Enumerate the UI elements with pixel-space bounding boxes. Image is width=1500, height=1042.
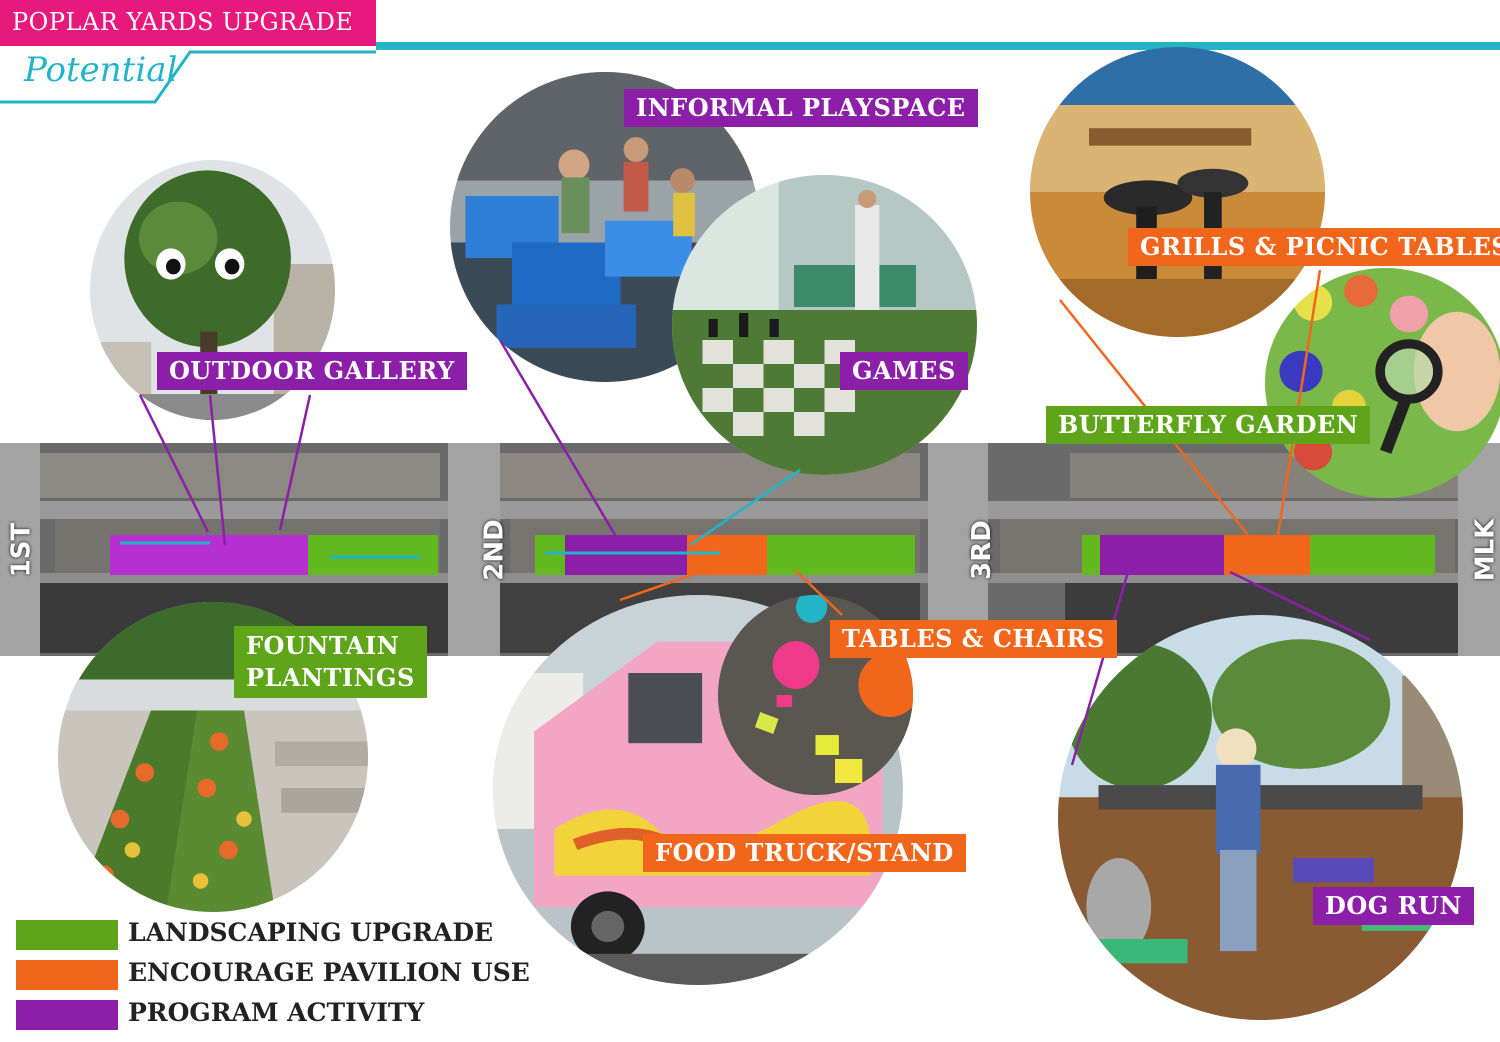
label-fountain-plantings: FOUNTAIN PLANTINGS [234, 626, 427, 698]
photo-dog-run [1058, 615, 1463, 1020]
label-butterfly-garden: BUTTERFLY GARDEN [1046, 406, 1371, 444]
legend-swatch [16, 920, 118, 950]
title-banner: POPLAR YARDS UPGRADE [0, 0, 376, 46]
street-label-2nd: 2ND [479, 519, 510, 581]
photo-grills-picnic [1030, 47, 1325, 337]
legend-item-program: PROGRAM ACTIVITY [16, 998, 576, 1030]
page-title: POPLAR YARDS UPGRADE [12, 8, 354, 36]
label-informal-playspace: INFORMAL PLAYSPACE [624, 89, 978, 127]
header-decoration [0, 42, 1500, 104]
label-games: GAMES [840, 352, 968, 390]
street-label-1st: 1ST [6, 522, 37, 578]
legend-label: LANDSCAPING UPGRADE [128, 918, 494, 947]
legend-label: ENCOURAGE PAVILION USE [128, 958, 530, 987]
legend-swatch [16, 960, 118, 990]
legend-item-pavilion: ENCOURAGE PAVILION USE [16, 958, 576, 990]
street-label-mlk: MLK [1470, 518, 1500, 582]
page-subtitle: Potential [24, 50, 178, 90]
legend-swatch [16, 1000, 118, 1030]
label-food-truck: FOOD TRUCK/STAND [643, 834, 966, 872]
label-outdoor-gallery: OUTDOOR GALLERY [157, 352, 467, 390]
legend-label: PROGRAM ACTIVITY [128, 998, 425, 1027]
label-fountain-line1: FOUNTAIN [246, 631, 400, 660]
label-tables-chairs: TABLES & CHAIRS [830, 620, 1117, 658]
label-dog-run: DOG RUN [1313, 887, 1474, 925]
photo-butterfly-garden [1265, 268, 1500, 498]
legend-item-landscaping: LANDSCAPING UPGRADE [16, 918, 576, 950]
street-label-3rd: 3RD [966, 520, 997, 580]
label-grills-picnic: GRILLS & PICNIC TABLES [1128, 228, 1500, 266]
photo-games [672, 175, 977, 475]
label-fountain-line2: PLANTINGS [246, 663, 415, 692]
